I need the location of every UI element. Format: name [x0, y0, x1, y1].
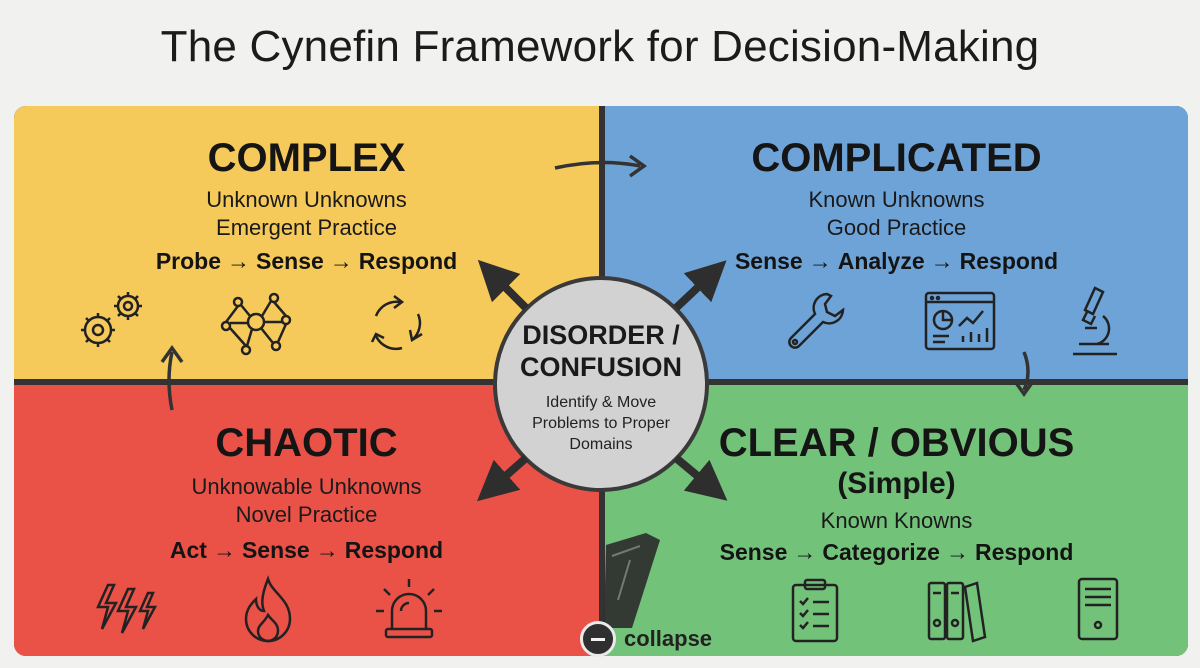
domain-clear-title2: (Simple)	[837, 467, 956, 500]
domain-chaotic-title: CHAOTIC	[215, 421, 398, 465]
domain-clear-steps: Sense→Categorize→Respond	[605, 539, 1188, 566]
step-arrow: →	[329, 248, 353, 274]
flow-arrow-complex-to-complicated	[554, 154, 648, 178]
step-arrow: →	[945, 539, 969, 565]
domain-chaotic-line1: Unknowable Unknowns	[191, 474, 422, 499]
alarm-light-icon	[374, 575, 444, 641]
binders-icon	[925, 577, 987, 643]
disorder-arrows	[477, 259, 728, 502]
step: Categorize	[822, 539, 940, 565]
collapse-button[interactable]: collapse	[580, 620, 712, 658]
disorder-title2: CONFUSION	[520, 352, 682, 382]
checklist-icon	[789, 577, 841, 645]
domain-complicated-title: COMPLICATED	[751, 136, 1042, 180]
step: Respond	[358, 248, 458, 274]
microscope-icon	[1065, 284, 1125, 358]
domain-complicated-line2: Good Practice	[826, 215, 967, 240]
domain-chaotic: CHAOTIC Unknowable Unknowns Novel Practi…	[14, 385, 599, 656]
domain-complex-title: COMPLEX	[207, 136, 406, 180]
step: Respond	[974, 539, 1074, 565]
disorder-description: Identify & Move Problems to Proper Domai…	[532, 394, 670, 453]
step-arrow: →	[793, 539, 817, 565]
domain-complex: COMPLEX Unknown Unknowns Emergent Practi…	[14, 106, 599, 379]
step: Respond	[344, 537, 444, 563]
flow-arrow-complicated-to-clear	[1012, 351, 1036, 398]
step: Sense	[734, 248, 803, 274]
domain-clear-line1: Known Knowns	[820, 508, 973, 533]
step-arrow: →	[212, 537, 236, 563]
collapse-label[interactable]: collapse	[624, 626, 713, 651]
network-icon	[216, 288, 294, 358]
server-icon	[1075, 575, 1121, 643]
domain-complex-line1: Unknown Unknowns	[206, 187, 407, 212]
flow-arrow-chaotic-to-complex	[160, 344, 184, 411]
gears-icon	[72, 286, 152, 356]
domain-complicated-line1: Known Unknowns	[808, 187, 985, 212]
domain-complicated: COMPLICATED Known Unknowns Good Practice…	[605, 106, 1188, 379]
domain-complex-steps: Probe→Sense→Respond	[14, 248, 599, 275]
step: Sense	[256, 248, 324, 274]
step: Respond	[959, 248, 1059, 274]
cycle-arrows-icon	[362, 290, 432, 358]
step: Act	[169, 537, 207, 563]
wrench-icon	[781, 288, 851, 358]
disorder-title: DISORDER /	[522, 320, 680, 350]
dashboard-icon	[923, 290, 997, 352]
domain-clear: CLEAR / OBVIOUS (Simple) Known Knowns Se…	[605, 385, 1188, 656]
fire-icon	[240, 575, 296, 643]
step-arrow: →	[930, 248, 954, 274]
domain-clear-title: CLEAR / OBVIOUS	[718, 421, 1075, 465]
domain-complicated-steps: Sense→Analyze→Respond	[605, 248, 1188, 275]
lightning-icon	[94, 581, 160, 645]
step-arrow: →	[227, 248, 251, 274]
domain-chaotic-line2: Novel Practice	[235, 502, 378, 527]
step-arrow: →	[808, 248, 832, 274]
step: Sense	[241, 537, 310, 563]
step: Analyze	[837, 248, 925, 274]
step-arrow: →	[315, 537, 339, 563]
step: Sense	[719, 539, 788, 565]
trash-bin-shape	[604, 533, 660, 628]
page-title: The Cynefin Framework for Decision-Makin…	[160, 22, 1040, 71]
disorder-circle: DISORDER / CONFUSION Identify & Move Pro…	[493, 276, 709, 492]
minus-circle-icon[interactable]	[580, 621, 616, 657]
domain-complex-line2: Emergent Practice	[216, 215, 397, 240]
step: Probe	[155, 248, 222, 274]
domain-chaotic-steps: Act→Sense→Respond	[14, 537, 599, 564]
cynefin-board: COMPLEX Unknown Unknowns Emergent Practi…	[14, 106, 1188, 656]
